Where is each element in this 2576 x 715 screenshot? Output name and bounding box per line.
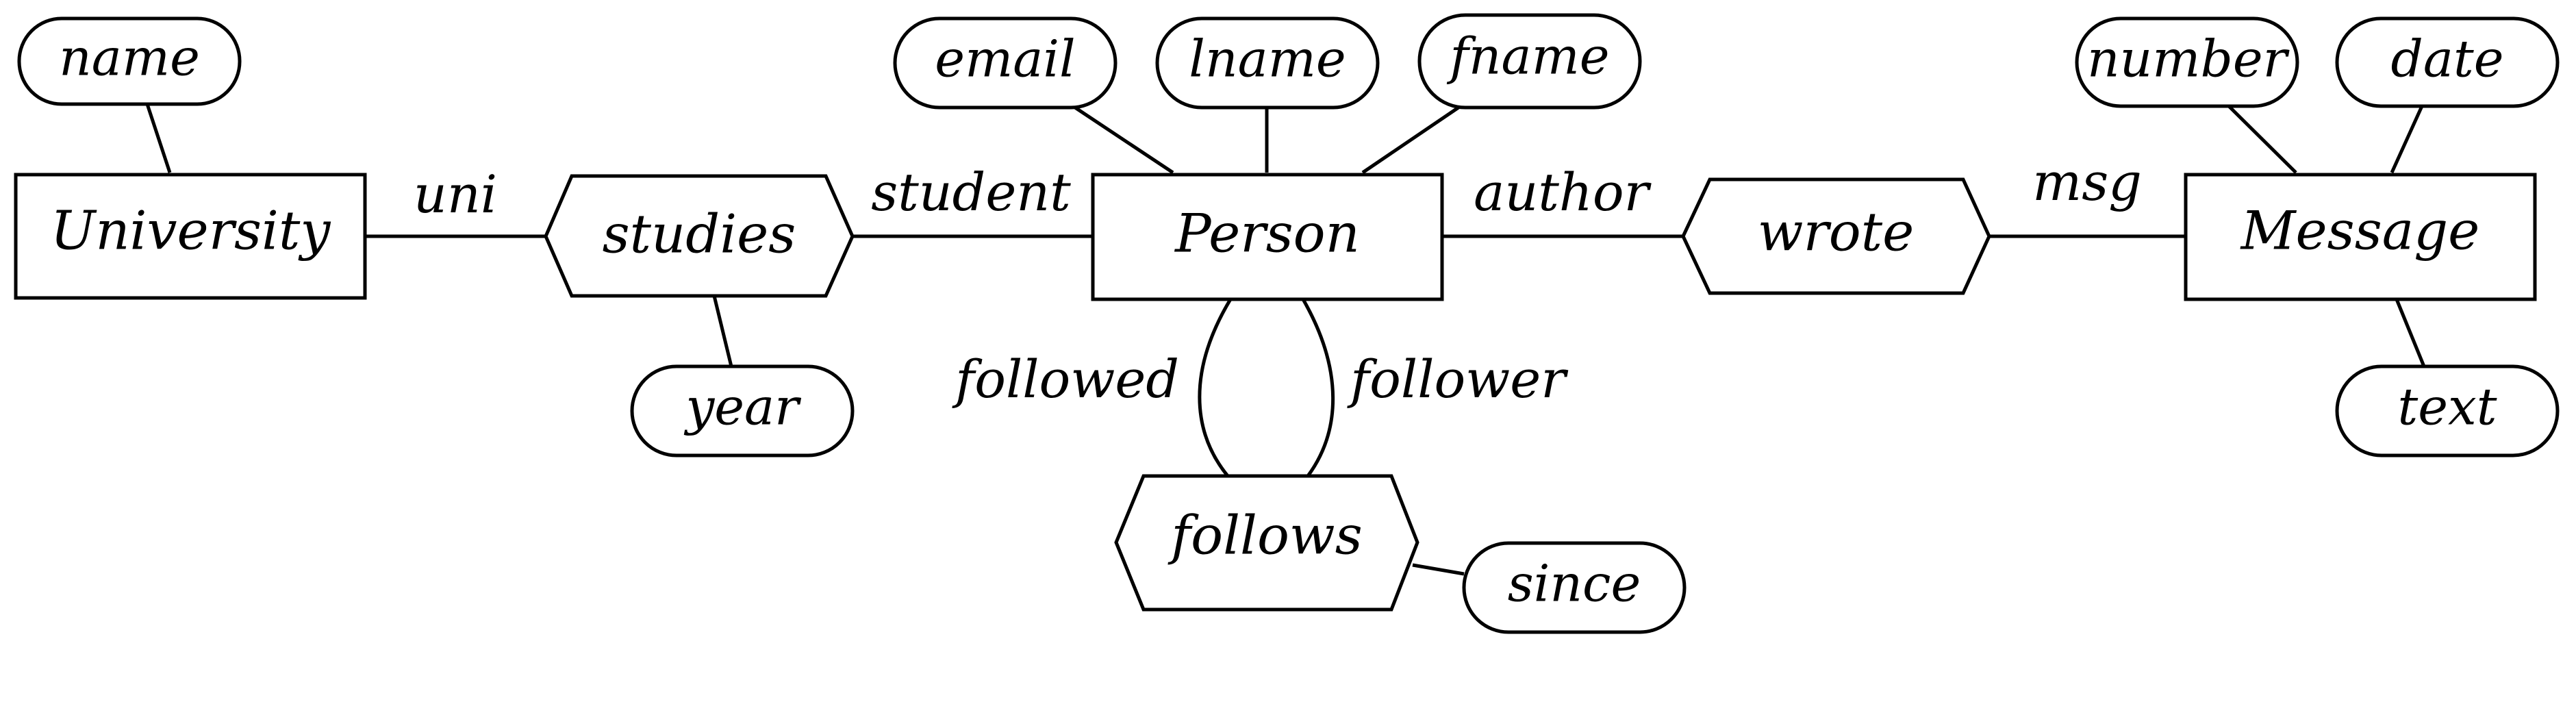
entity-university: University bbox=[14, 173, 367, 300]
attribute-lname: lname bbox=[1155, 16, 1380, 110]
attribute-text: text bbox=[2335, 364, 2560, 457]
edge-date-message bbox=[2390, 105, 2424, 174]
attribute-fname-label: fname bbox=[1446, 27, 1609, 86]
edge-person-follows-followed bbox=[1198, 298, 1233, 477]
attribute-name: name bbox=[17, 16, 242, 106]
entity-message: Message bbox=[2184, 173, 2537, 301]
attribute-since-label: since bbox=[1508, 554, 1641, 613]
entity-university-label: University bbox=[51, 201, 331, 262]
relationship-follows-label: follows bbox=[1167, 505, 1362, 567]
relationship-follows: follows bbox=[1114, 474, 1419, 612]
entity-person: Person bbox=[1091, 173, 1444, 301]
edge-person-follows-follower bbox=[1301, 298, 1335, 477]
connectors bbox=[145, 103, 2426, 576]
role-followed-label: followed bbox=[952, 349, 1179, 410]
entity-person-label: Person bbox=[1174, 203, 1360, 265]
relationship-studies-label: studies bbox=[603, 204, 796, 266]
attribute-name-label: name bbox=[59, 28, 200, 87]
entity-message-label: Message bbox=[2240, 201, 2480, 262]
attribute-year-label: year bbox=[683, 377, 802, 436]
attribute-text-label: text bbox=[2397, 377, 2497, 436]
role-author-label: author bbox=[1474, 162, 1652, 223]
role-student-label: student bbox=[871, 162, 1071, 223]
edge-fname-person bbox=[1361, 105, 1460, 175]
attribute-number-label: number bbox=[2087, 29, 2290, 88]
attribute-lname-label: lname bbox=[1189, 29, 1346, 88]
edge-follows-since bbox=[1412, 563, 1465, 576]
role-uni-label: uni bbox=[414, 164, 497, 225]
attribute-date-label: date bbox=[2390, 29, 2503, 88]
attribute-fname: fname bbox=[1417, 13, 1642, 110]
edge-name-university bbox=[145, 103, 172, 173]
edge-email-person bbox=[1074, 105, 1174, 175]
attribute-since: since bbox=[1462, 541, 1687, 634]
role-msg-label: msg bbox=[2032, 151, 2142, 212]
attribute-email: email bbox=[893, 16, 1117, 110]
relationship-studies: studies bbox=[544, 174, 855, 298]
edge-studies-year bbox=[712, 295, 733, 367]
relationship-wrote-label: wrote bbox=[1758, 202, 1915, 264]
relationship-wrote: wrote bbox=[1681, 177, 1991, 295]
attribute-year: year bbox=[630, 364, 855, 457]
attribute-date: date bbox=[2335, 16, 2560, 108]
edge-message-text bbox=[2395, 299, 2426, 367]
attribute-email-label: email bbox=[935, 29, 1075, 88]
role-follower-label: follower bbox=[1347, 349, 1569, 410]
edge-number-message bbox=[2227, 105, 2297, 174]
attribute-number: number bbox=[2075, 16, 2299, 108]
